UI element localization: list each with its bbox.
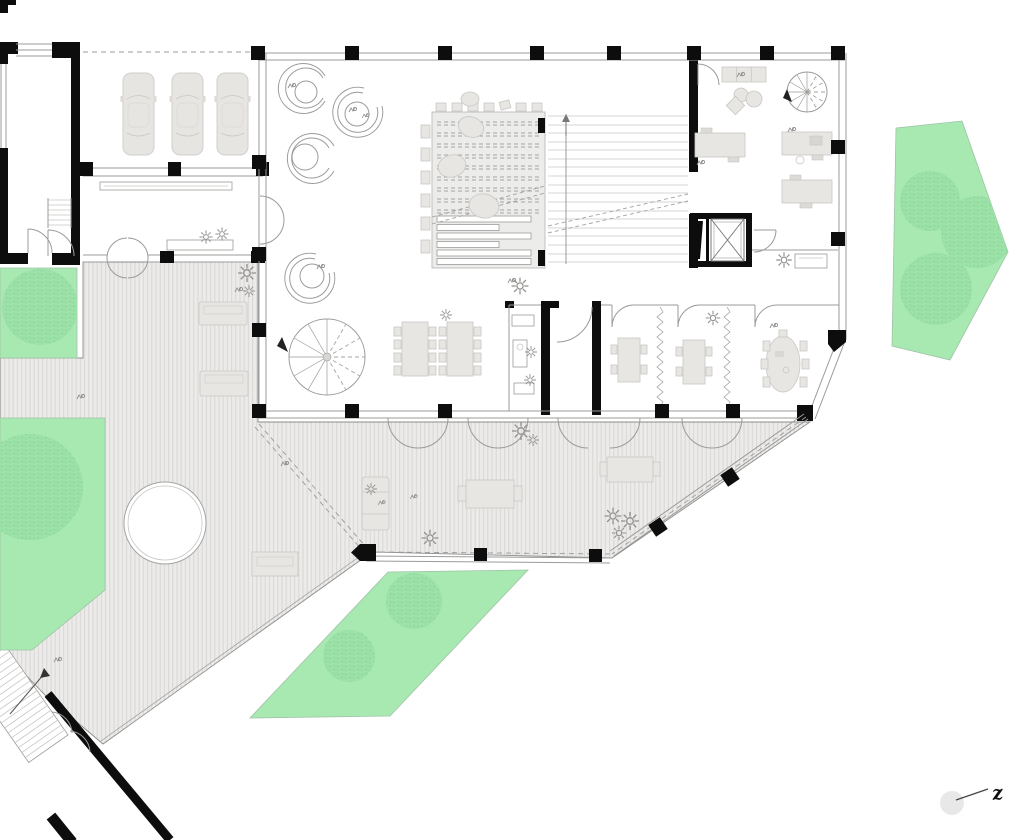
terrace-doors <box>387 417 743 449</box>
beanbag <box>437 154 467 178</box>
terrace-colonnade <box>351 413 809 564</box>
terrace-table-1 <box>457 479 523 509</box>
side-counter <box>166 239 234 251</box>
terrace-furniture <box>53 263 661 663</box>
spiral-stair-office <box>783 71 828 113</box>
east-facade-glass <box>838 53 847 340</box>
shaft-wedge <box>697 221 703 259</box>
corner-column <box>351 544 376 561</box>
curtain-partition-1 <box>656 306 664 408</box>
garden-bottom-center <box>249 569 529 719</box>
meeting-table-1 <box>610 337 648 383</box>
beanbag <box>468 193 500 219</box>
north-marker: z <box>940 781 1006 815</box>
desk-1 <box>694 127 746 166</box>
beanbag <box>460 91 480 107</box>
annex-window <box>16 43 52 57</box>
lounge <box>277 63 689 396</box>
kitchenette <box>505 301 541 411</box>
terrace-bench-3 <box>251 551 299 577</box>
meeting-table-2 <box>675 339 713 385</box>
meeting-rooms <box>601 304 839 408</box>
west-colonnade-glass <box>258 53 267 418</box>
north-label: z <box>990 781 1006 805</box>
car-1 <box>120 72 157 156</box>
circular-sofa-2 <box>332 86 384 138</box>
circular-sofa-1 <box>277 63 326 114</box>
circular-sofa-3 <box>286 133 335 184</box>
lobby-bench <box>794 253 828 269</box>
lounge-entrance-door <box>259 195 285 245</box>
terrace-bench-1 <box>198 301 248 326</box>
office-door <box>697 63 720 86</box>
pond-circle <box>123 481 207 565</box>
annex-building <box>0 0 80 265</box>
ottoman <box>725 95 746 116</box>
car-3 <box>214 72 251 156</box>
car-2 <box>169 72 206 156</box>
canopy-dashed-edge <box>254 423 367 551</box>
elevator-block <box>689 52 838 269</box>
office <box>694 63 833 209</box>
north-marker-dot <box>940 791 964 815</box>
exterior-stair-southwest <box>0 611 69 763</box>
beanbag <box>457 116 485 138</box>
garden-areas <box>0 120 1009 719</box>
circular-sofa-4 <box>284 252 336 304</box>
terrace-door-arcs <box>51 711 91 753</box>
elevator-lobby-door <box>753 229 777 253</box>
side-table <box>745 90 763 108</box>
terrace-bench-2 <box>199 370 249 397</box>
stair-direction-arrow <box>40 668 50 678</box>
curtain-partition-2 <box>723 306 731 408</box>
southeast-angled-facade <box>807 337 846 420</box>
long-table-1 <box>393 321 437 377</box>
garage <box>80 51 269 177</box>
tribune-seating <box>420 91 546 269</box>
oval-conference-table <box>760 322 810 393</box>
terrace-table-2 <box>599 456 661 483</box>
spiral-arrow <box>277 337 288 352</box>
southwest-diagonal-wall <box>44 691 174 840</box>
annex-east-wall <box>71 42 80 255</box>
annex-stair <box>47 198 75 257</box>
long-table-2 <box>438 321 482 377</box>
main-staircase <box>547 114 689 264</box>
spiral-stair-lounge <box>277 318 366 396</box>
desk-3 <box>781 174 833 209</box>
annex-door <box>27 228 53 254</box>
storage-room <box>541 301 601 415</box>
reception-south-glass <box>83 254 256 263</box>
structural-columns <box>251 46 846 421</box>
desk-2 <box>781 126 833 165</box>
entrance-double-door <box>106 237 149 279</box>
office-sideboard <box>721 66 767 83</box>
chaise-with-plant <box>361 476 390 531</box>
building-facades <box>251 46 847 449</box>
stair-up-arrow <box>562 114 570 122</box>
